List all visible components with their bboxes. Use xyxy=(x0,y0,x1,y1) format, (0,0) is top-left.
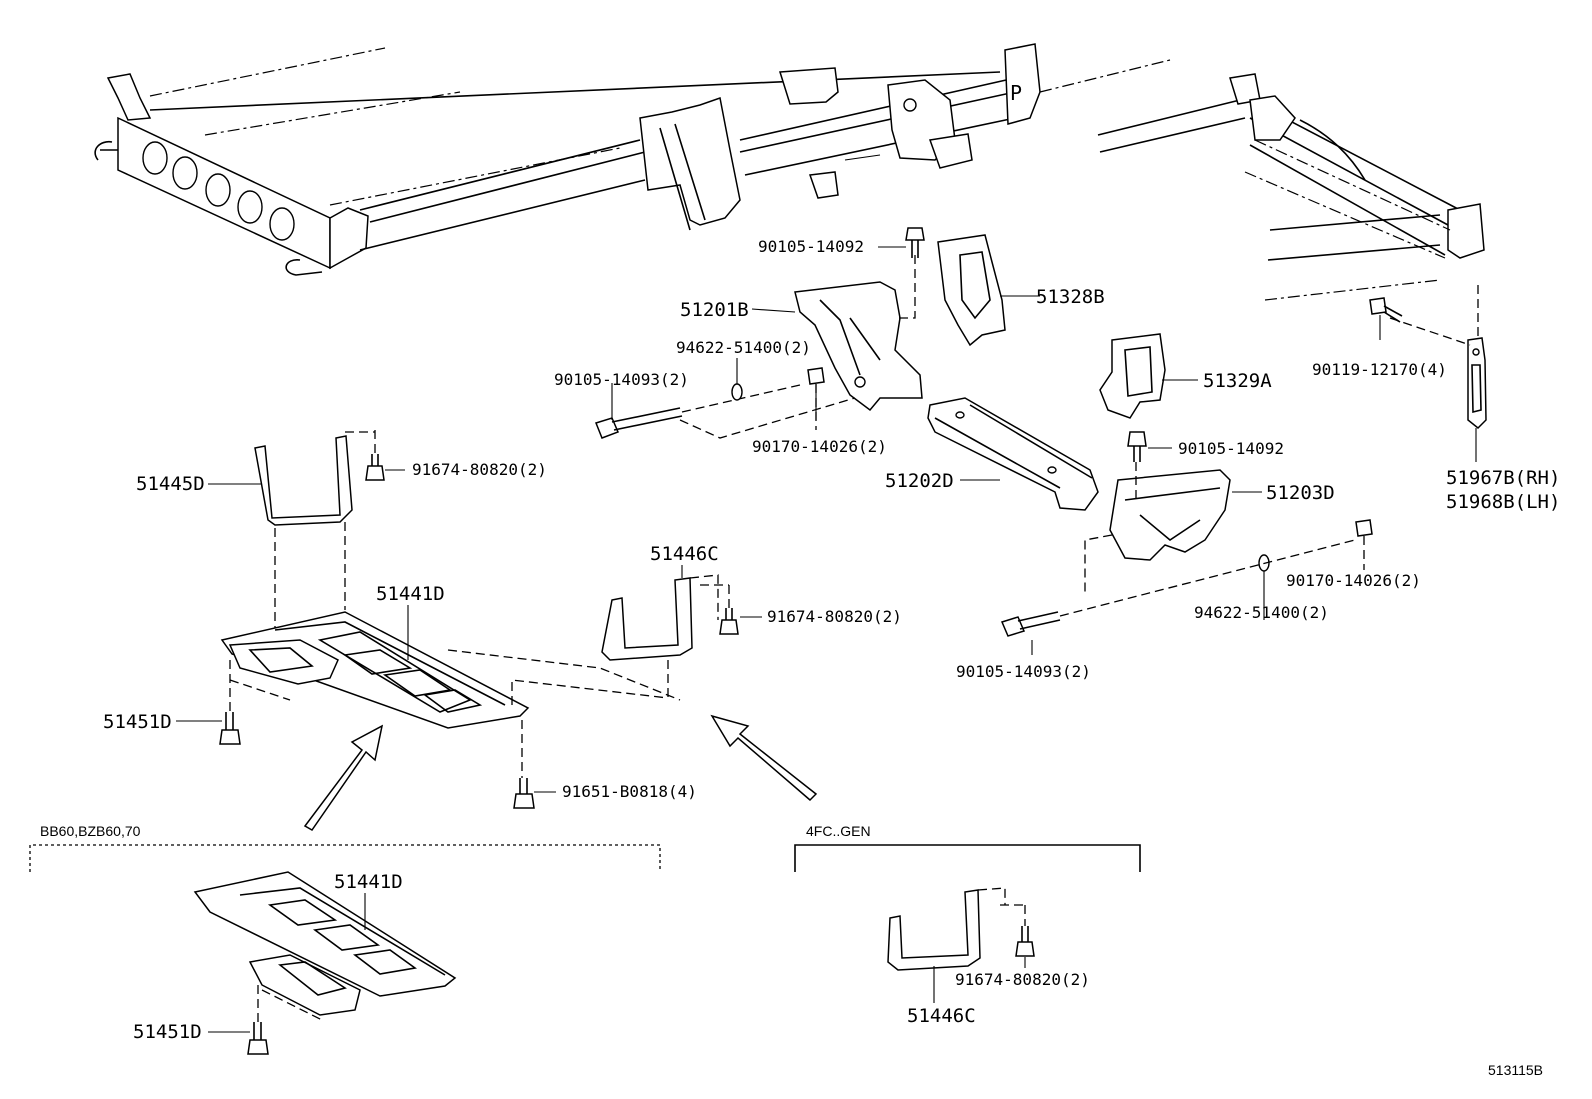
part-51446C-bracket-bottom xyxy=(887,887,1006,971)
label-94622-51400-right: 94622-51400(2) xyxy=(1194,603,1329,622)
label-91674-80820-c: 91674-80820(2) xyxy=(955,970,1090,989)
variant-group-left-line xyxy=(29,844,661,872)
label-91651-B0818: 91651-B0818(4) xyxy=(562,782,697,801)
bolt-91674-80820-b xyxy=(700,584,739,635)
part-51202D-crossmember xyxy=(927,397,1099,511)
label-51441D-top: 51441D xyxy=(376,583,445,605)
label-90170-14026-top: 90170-14026(2) xyxy=(752,437,887,456)
label-51203D: 51203D xyxy=(1266,482,1335,504)
label-51968B: 51968B(LH) xyxy=(1446,491,1560,513)
bolt-91674-80820-a xyxy=(345,430,385,481)
nut-90170-14026-right xyxy=(1355,519,1373,537)
label-51328B: 51328B xyxy=(1036,286,1105,308)
svg-text:P: P xyxy=(1010,81,1022,105)
label-90105-14093-top: 90105-14093(2) xyxy=(554,370,689,389)
variant-note-left: BB60,BZB60,70 xyxy=(40,823,141,839)
label-51451D-top: 51451D xyxy=(103,711,172,733)
washer-94622-51400-top xyxy=(731,383,743,401)
part-51446C-bracket-top xyxy=(601,574,719,700)
label-51451D-bottom: 51451D xyxy=(133,1021,202,1043)
bolt-51451D-top xyxy=(219,660,241,745)
vehicle-frame: P xyxy=(94,43,1485,301)
arrow-left xyxy=(303,724,384,831)
label-51329A: 51329A xyxy=(1203,370,1272,392)
part-51328B-cover xyxy=(937,234,1006,347)
part-51967B-hanger xyxy=(1389,285,1487,430)
label-91674-80820-a: 91674-80820(2) xyxy=(412,460,547,479)
label-51201B: 51201B xyxy=(680,299,749,321)
part-51445D-bracket xyxy=(254,435,353,630)
part-51201B-bracket xyxy=(794,255,923,412)
variant-note-right: 4FC..GEN xyxy=(806,823,871,839)
label-90170-14026-right: 90170-14026(2) xyxy=(1286,571,1421,590)
bolt-91651-B0818 xyxy=(513,720,535,809)
label-90119-12170: 90119-12170(4) xyxy=(1312,360,1447,379)
leader-lines xyxy=(176,246,1477,1033)
bolt-90105-14092-top xyxy=(905,227,925,258)
label-51446C-bottom: 51446C xyxy=(907,1005,976,1027)
label-90105-14092-mid: 90105-14092 xyxy=(1178,439,1284,458)
bolt-90105-14093-bottom xyxy=(1000,539,1356,655)
part-51329A-cover xyxy=(1099,333,1166,419)
label-91674-80820-b: 91674-80820(2) xyxy=(767,607,902,626)
part-51203D-bracket xyxy=(1084,462,1231,595)
label-51445D: 51445D xyxy=(136,473,205,495)
bolt-90105-14093-top xyxy=(595,384,856,439)
bolt-90119-12170 xyxy=(1369,297,1403,323)
label-90105-14092-top: 90105-14092 xyxy=(758,237,864,256)
part-51441D-plate-bottom xyxy=(193,871,457,1021)
label-94622-51400-top: 94622-51400(2) xyxy=(676,338,811,357)
variant-group-right-line xyxy=(794,844,1141,872)
bolt-90105-14092-mid xyxy=(1127,431,1147,462)
part-51441D-plate-top xyxy=(220,611,681,729)
figure-code: 513115B xyxy=(1488,1062,1543,1078)
label-90105-14093-bottom: 90105-14093(2) xyxy=(956,662,1091,681)
label-51441D-bottom: 51441D xyxy=(334,871,403,893)
label-51967B: 51967B(RH) xyxy=(1446,467,1560,489)
label-51202D: 51202D xyxy=(885,470,954,492)
callout-labels: 90105-14092 51201B 51328B 94622-51400(2)… xyxy=(40,237,1560,1078)
arrow-right xyxy=(710,714,818,802)
bolt-91674-80820-c xyxy=(1000,904,1035,957)
label-51446C-top: 51446C xyxy=(650,543,719,565)
bolt-51451D-bottom xyxy=(247,985,269,1055)
fasteners xyxy=(219,227,1403,1055)
nut-90170-14026-top xyxy=(807,367,825,385)
